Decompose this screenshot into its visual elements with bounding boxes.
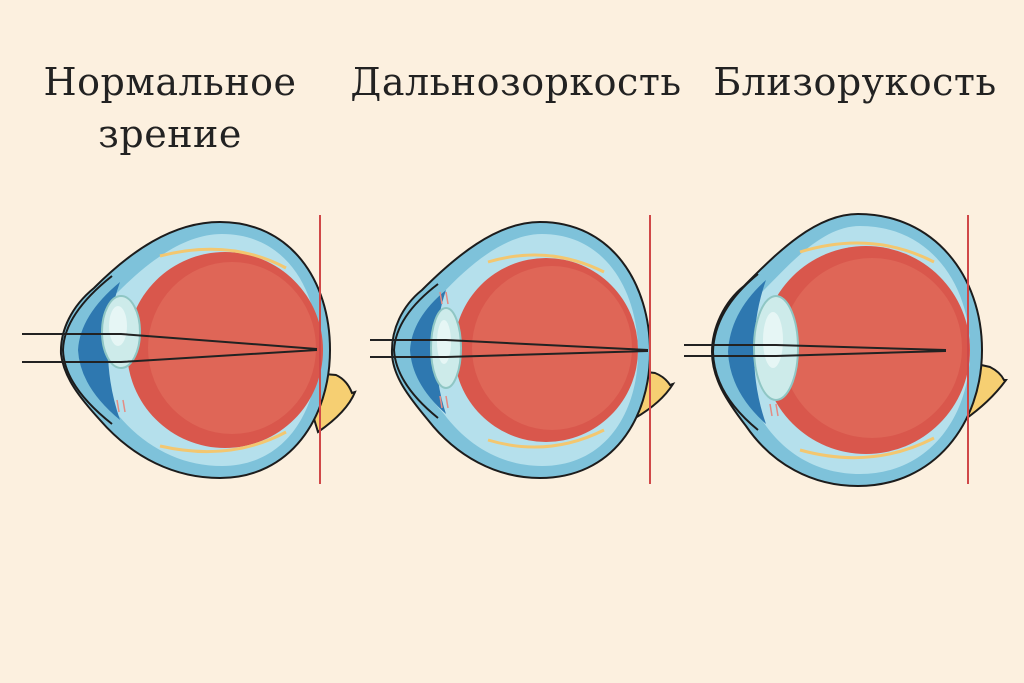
- cornea-myopia: [711, 273, 759, 431]
- muscle-mark-normal-1: [116, 399, 120, 413]
- light-ray-hyperopia-bottom: [370, 350, 649, 358]
- lens-highlight-hyperopia: [437, 320, 451, 364]
- title-normal-vision: Нормальное зрение: [43, 60, 297, 156]
- iris-myopia: [728, 280, 766, 424]
- retina-layer-top-normal: [159, 247, 287, 270]
- lens-highlight-normal: [109, 306, 127, 346]
- eye-hyperopia: [370, 215, 676, 484]
- title-hyperopia: Дальнозоркость: [350, 60, 682, 104]
- cornea-normal: [61, 275, 113, 425]
- retina-layer-bottom-hyperopia: [487, 428, 605, 449]
- muscle-mark-normal-2: [122, 399, 126, 413]
- light-ray-myopia-top: [684, 344, 947, 351]
- light-ray-myopia-bottom: [684, 350, 947, 357]
- light-ray-normal-top: [22, 333, 318, 350]
- retina-layer-bottom-myopia: [799, 436, 935, 460]
- muscle-mark-myopia-1: [769, 403, 773, 417]
- muscle-mark-myopia-2: [775, 403, 779, 417]
- lens-highlight-myopia: [763, 312, 783, 368]
- muscle-mark-hyperopia-3: [439, 395, 443, 409]
- eye-myopia: [684, 212, 1008, 488]
- light-ray-hyperopia-top: [370, 339, 649, 351]
- retina-layer-top-myopia: [799, 241, 935, 264]
- light-ray-normal-bottom: [22, 349, 318, 363]
- retina-layer-bottom-normal: [159, 430, 287, 454]
- title-myopia: Близорукость: [713, 60, 997, 104]
- vitreous-normal: [148, 262, 316, 434]
- vitreous-hyperopia: [472, 266, 632, 430]
- retina-layer-top-hyperopia: [487, 253, 605, 274]
- muscle-mark-hyperopia-2: [445, 291, 449, 305]
- muscle-mark-hyperopia-1: [439, 291, 443, 305]
- eye-normal: [22, 215, 357, 484]
- muscle-mark-hyperopia-4: [445, 395, 449, 409]
- cornea-hyperopia: [392, 283, 439, 419]
